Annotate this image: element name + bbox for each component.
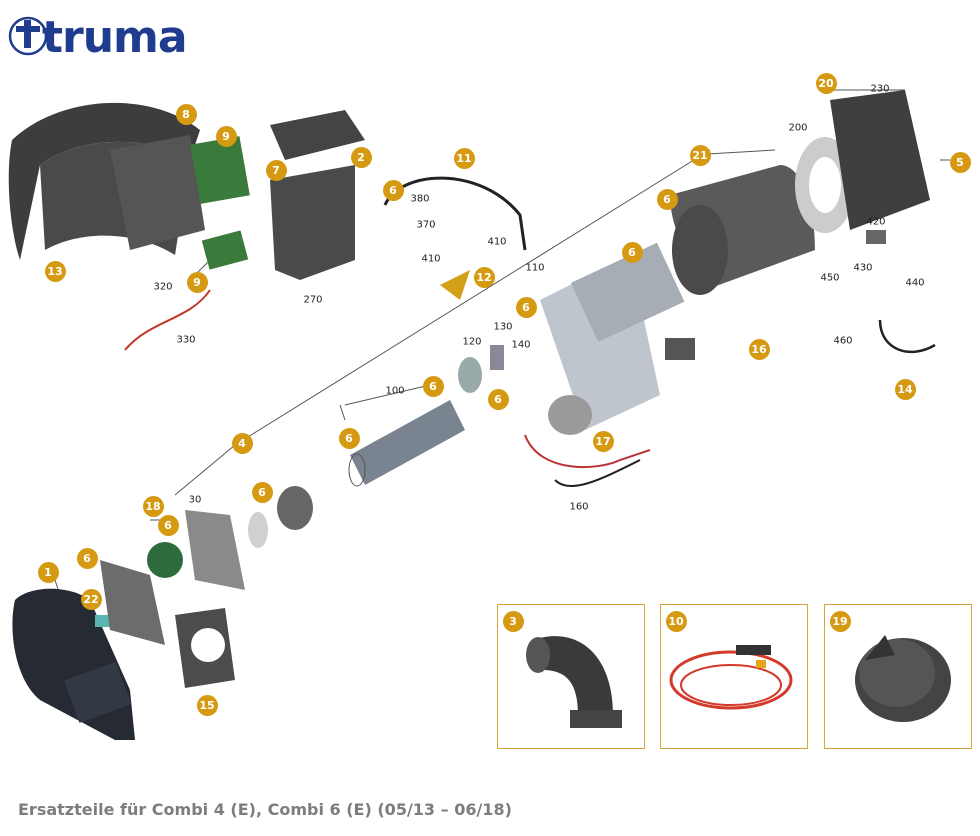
badge: 20	[815, 72, 837, 94]
badge: 18	[142, 495, 164, 517]
part-120	[458, 357, 482, 393]
badge: 6	[76, 547, 98, 569]
badge: 4	[231, 432, 253, 454]
bracket-12	[440, 270, 470, 300]
inset-cable: 10	[660, 604, 808, 749]
motor-16	[665, 338, 695, 360]
fan-wheel-17	[548, 395, 592, 435]
badge: 13	[44, 260, 66, 282]
badge: 6	[422, 375, 444, 397]
badge: 15	[196, 694, 218, 716]
badge: 19	[829, 610, 851, 632]
badge: 1	[37, 561, 59, 583]
elbow-duct-icon	[526, 636, 622, 728]
badge: 6	[338, 427, 360, 449]
badge: 8	[175, 103, 197, 125]
inset-cap: 19	[824, 604, 972, 749]
page-caption: Ersatzteile für Combi 4 (E), Combi 6 (E)…	[18, 800, 512, 819]
brand-name: truma	[42, 12, 188, 63]
badge: 6	[382, 179, 404, 201]
burner	[277, 486, 313, 530]
circuit-board-9a	[190, 136, 250, 204]
part-number: 230	[870, 83, 890, 95]
part-number: 120	[462, 336, 482, 348]
tube-100	[350, 400, 465, 485]
badge: 14	[894, 378, 916, 400]
harness-160	[524, 434, 651, 469]
badge: 11	[453, 147, 475, 169]
wire-330	[124, 289, 211, 351]
housing-20	[830, 90, 930, 230]
plate-6	[100, 560, 165, 645]
part-number: 450	[820, 272, 840, 284]
part-number: 440	[905, 277, 925, 289]
exhaust-cap-icon	[855, 635, 951, 722]
part-number: 160	[569, 501, 589, 513]
part-number: 130	[493, 321, 513, 333]
part-number: 110	[525, 262, 545, 274]
plate-30	[185, 510, 245, 590]
part-number: 140	[511, 339, 531, 351]
badge: 16	[748, 338, 770, 360]
part-number: 330	[176, 334, 196, 346]
part-number: 100	[385, 385, 405, 397]
logo-mark-icon	[8, 16, 48, 56]
part-number: 30	[188, 494, 202, 506]
part-number: 460	[833, 335, 853, 347]
badge: 9	[215, 125, 237, 147]
control-panel-8	[110, 135, 205, 250]
grille-1	[64, 661, 132, 723]
badge: 2	[350, 146, 372, 168]
truma-logo: truma	[8, 10, 198, 66]
badge: 22	[80, 588, 102, 610]
part-number: 430	[853, 262, 873, 274]
cover-2	[270, 110, 365, 160]
part-number: 270	[303, 294, 323, 306]
front-panel-270	[270, 165, 355, 280]
part-number: 320	[153, 281, 173, 293]
part-130	[490, 345, 504, 370]
part-number: 200	[788, 122, 808, 134]
badge: 6	[515, 296, 537, 318]
part-number: 420	[866, 216, 886, 228]
badge: 6	[487, 388, 509, 410]
badge: 6	[656, 188, 678, 210]
badge: 6	[157, 514, 179, 536]
inset-elbow: 3	[497, 604, 645, 749]
badge: 21	[689, 144, 711, 166]
cable-harness-icon	[669, 645, 793, 710]
badge: 9	[186, 271, 208, 293]
part-number: 410	[487, 236, 507, 248]
badge: 7	[265, 159, 287, 181]
badge: 5	[949, 151, 971, 173]
badge: 10	[665, 610, 687, 632]
badge: 12	[473, 266, 495, 288]
badge: 6	[621, 241, 643, 263]
gasket	[248, 512, 268, 548]
part-number: 370	[416, 219, 436, 231]
part-number: 410	[421, 253, 441, 265]
badge: 3	[502, 610, 524, 632]
badge: 17	[592, 430, 614, 452]
harness-14	[878, 319, 936, 354]
fan-motor-18	[147, 542, 183, 578]
badge: 6	[251, 481, 273, 503]
heat-fins	[570, 242, 685, 342]
part-420	[866, 230, 886, 244]
part-number: 380	[410, 193, 430, 205]
circuit-board-9b	[201, 230, 249, 270]
